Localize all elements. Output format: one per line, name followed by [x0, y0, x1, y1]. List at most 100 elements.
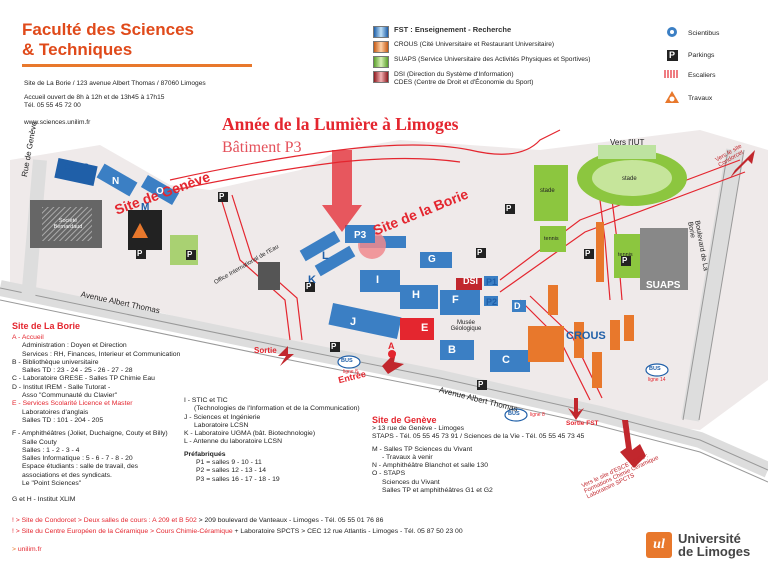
legend-parkings: P Parkings: [662, 50, 762, 61]
building-j[interactable]: [328, 302, 402, 340]
crous-building-1[interactable]: [574, 322, 584, 358]
arrow-entree-icon: [382, 352, 404, 374]
bus-stop-1-icon[interactable]: [337, 355, 361, 369]
legend-escaliers-label: Escaliers: [688, 72, 716, 79]
parking-6-icon: [305, 282, 315, 292]
col2-p3: P3 = salles 16 - 17 - 18 - 19: [196, 475, 280, 483]
label-tennis-1: tennis: [544, 236, 559, 242]
crous-building-6[interactable]: [596, 222, 604, 282]
col2-k: K - Laboratoire UGMA (bât. Biotechnologi…: [184, 430, 316, 438]
borie-f3: Salles Informatique : 5 - 6 - 7 - 8 - 20: [22, 455, 133, 463]
suaps-building[interactable]: [640, 228, 688, 290]
arrow-esce-icon: [620, 420, 646, 468]
crous-building-5[interactable]: [548, 285, 558, 315]
building-h[interactable]: [400, 285, 438, 309]
building-e[interactable]: [400, 318, 434, 340]
stade-1[interactable]: [534, 165, 568, 221]
legend-fst-label: FST : Enseignement - Recherche: [394, 25, 512, 34]
parking-letter-3: P: [187, 250, 193, 259]
headline: Année de la Lumière à Limoges Bâtiment P…: [222, 114, 458, 157]
building-d[interactable]: [512, 300, 526, 312]
borie-c: C - Laboratoire GRESE - Salles TP Chimie…: [12, 375, 155, 383]
cdes-building[interactable]: [54, 158, 98, 186]
parking-markers: [136, 192, 631, 390]
col2-p1: P1 = salles 9 - 10 - 11: [196, 459, 262, 467]
suaps-swatch-icon: [373, 56, 389, 68]
label-p2: P2: [486, 297, 498, 307]
label-tennis-2: tennis: [618, 252, 633, 258]
building-m[interactable]: [128, 210, 162, 250]
legend-travaux-label: Travaux: [688, 95, 713, 102]
building-o[interactable]: [140, 174, 180, 206]
parking-letter-1: P: [219, 192, 225, 201]
geneve-m: M - Salles TP Sciences du Vivant: [372, 445, 473, 453]
legend-suaps-label: SUAPS (Service Universitaire des Activit…: [394, 56, 591, 63]
crous-building-4[interactable]: [624, 315, 634, 341]
website-link[interactable]: www.sciences.unilim.fr: [24, 118, 91, 126]
geneve-m1: - Travaux à venir: [382, 453, 433, 461]
arrow-condorcet-icon: [730, 150, 755, 178]
fst-swatch-icon: [373, 26, 389, 38]
building-p1[interactable]: [484, 276, 498, 286]
building-c[interactable]: [490, 350, 530, 372]
label-building-j: J: [350, 316, 357, 328]
label-bus-1: BUS: [341, 358, 353, 364]
crous-restaurant[interactable]: [528, 326, 564, 362]
label-cdes: CDES: [64, 162, 90, 172]
geneve-title: Site de Genève: [372, 415, 437, 425]
site-borie-buildings: [299, 225, 530, 372]
parking-letter-2: P: [137, 249, 143, 258]
building-f[interactable]: [440, 290, 480, 315]
building-p2[interactable]: [484, 296, 498, 306]
building-l[interactable]: [314, 245, 356, 277]
building-g[interactable]: [420, 252, 452, 268]
parking-4-icon: [505, 204, 515, 214]
label-p1: P1: [486, 277, 498, 287]
crous-building-2[interactable]: [592, 352, 602, 388]
tennis-1[interactable]: [540, 226, 566, 252]
borie-d1: Asso "Communauté du Clavier": [22, 392, 118, 400]
university-logo[interactable]: ul Université de Limoges: [646, 532, 750, 558]
label-building-n: N: [112, 176, 120, 187]
col2-pref: Préfabriqués: [184, 450, 226, 458]
roadworks-icon: [132, 223, 148, 238]
footer-unilim[interactable]: > unilim.fr: [12, 545, 42, 553]
accueil-marker-icon[interactable]: [388, 350, 396, 358]
geneve-legend: Site de Genève > 13 rue de Genève - Limo…: [372, 415, 672, 495]
header-rule: [22, 64, 252, 67]
title-line-2: & Techniques: [22, 40, 133, 59]
building-k[interactable]: [299, 230, 341, 262]
bus-stop-3-icon[interactable]: [645, 363, 669, 377]
bus-stops: [337, 350, 669, 422]
label-building-f: F: [452, 294, 459, 306]
label-building-d: D: [514, 301, 521, 311]
label-stade-2: stade: [622, 176, 637, 182]
col2-i1: (Technologies de l'Information et de la …: [194, 405, 360, 413]
building-b[interactable]: [440, 340, 474, 360]
label-building-c: C: [502, 354, 510, 366]
crous-swatch-icon: [373, 41, 389, 53]
borie-b1: Salles TD : 23 - 24 - 25 - 26 - 27 - 28: [22, 367, 133, 375]
building-n[interactable]: [96, 163, 138, 197]
label-building-a: A: [388, 341, 395, 351]
legend-cdes-label: CDES (Centre de Droit et d'Économie du S…: [394, 79, 534, 86]
col2-j1: Laboratoire LCSN: [194, 421, 249, 429]
building-i[interactable]: [360, 270, 400, 292]
building-p3[interactable]: [345, 225, 375, 243]
office-eau-building[interactable]: [258, 262, 280, 290]
label-ligne-2: ligne 8: [530, 412, 545, 418]
crous-building-3[interactable]: [610, 320, 620, 350]
geneve-o2: Salles TP et amphithéâtres G1 et G2: [382, 487, 493, 495]
borie-e1: Laboratoires d'anglais: [22, 408, 89, 416]
bus-stop-2-icon[interactable]: [504, 408, 528, 422]
dsi-building[interactable]: [456, 278, 482, 290]
stade-2-inner: [592, 160, 672, 196]
ul-logo-icon: ul: [646, 532, 672, 558]
legend-suaps: SUAPS (Service Universitaire des Activit…: [373, 56, 673, 68]
parking-3-icon: [186, 250, 196, 260]
legend-right: Scientibus P Parkings Escaliers Travaux: [662, 26, 762, 116]
parking-letter-4: P: [506, 204, 512, 213]
label-building-g: G: [428, 254, 436, 265]
col2-i: I - STIC et TIC: [184, 397, 228, 404]
